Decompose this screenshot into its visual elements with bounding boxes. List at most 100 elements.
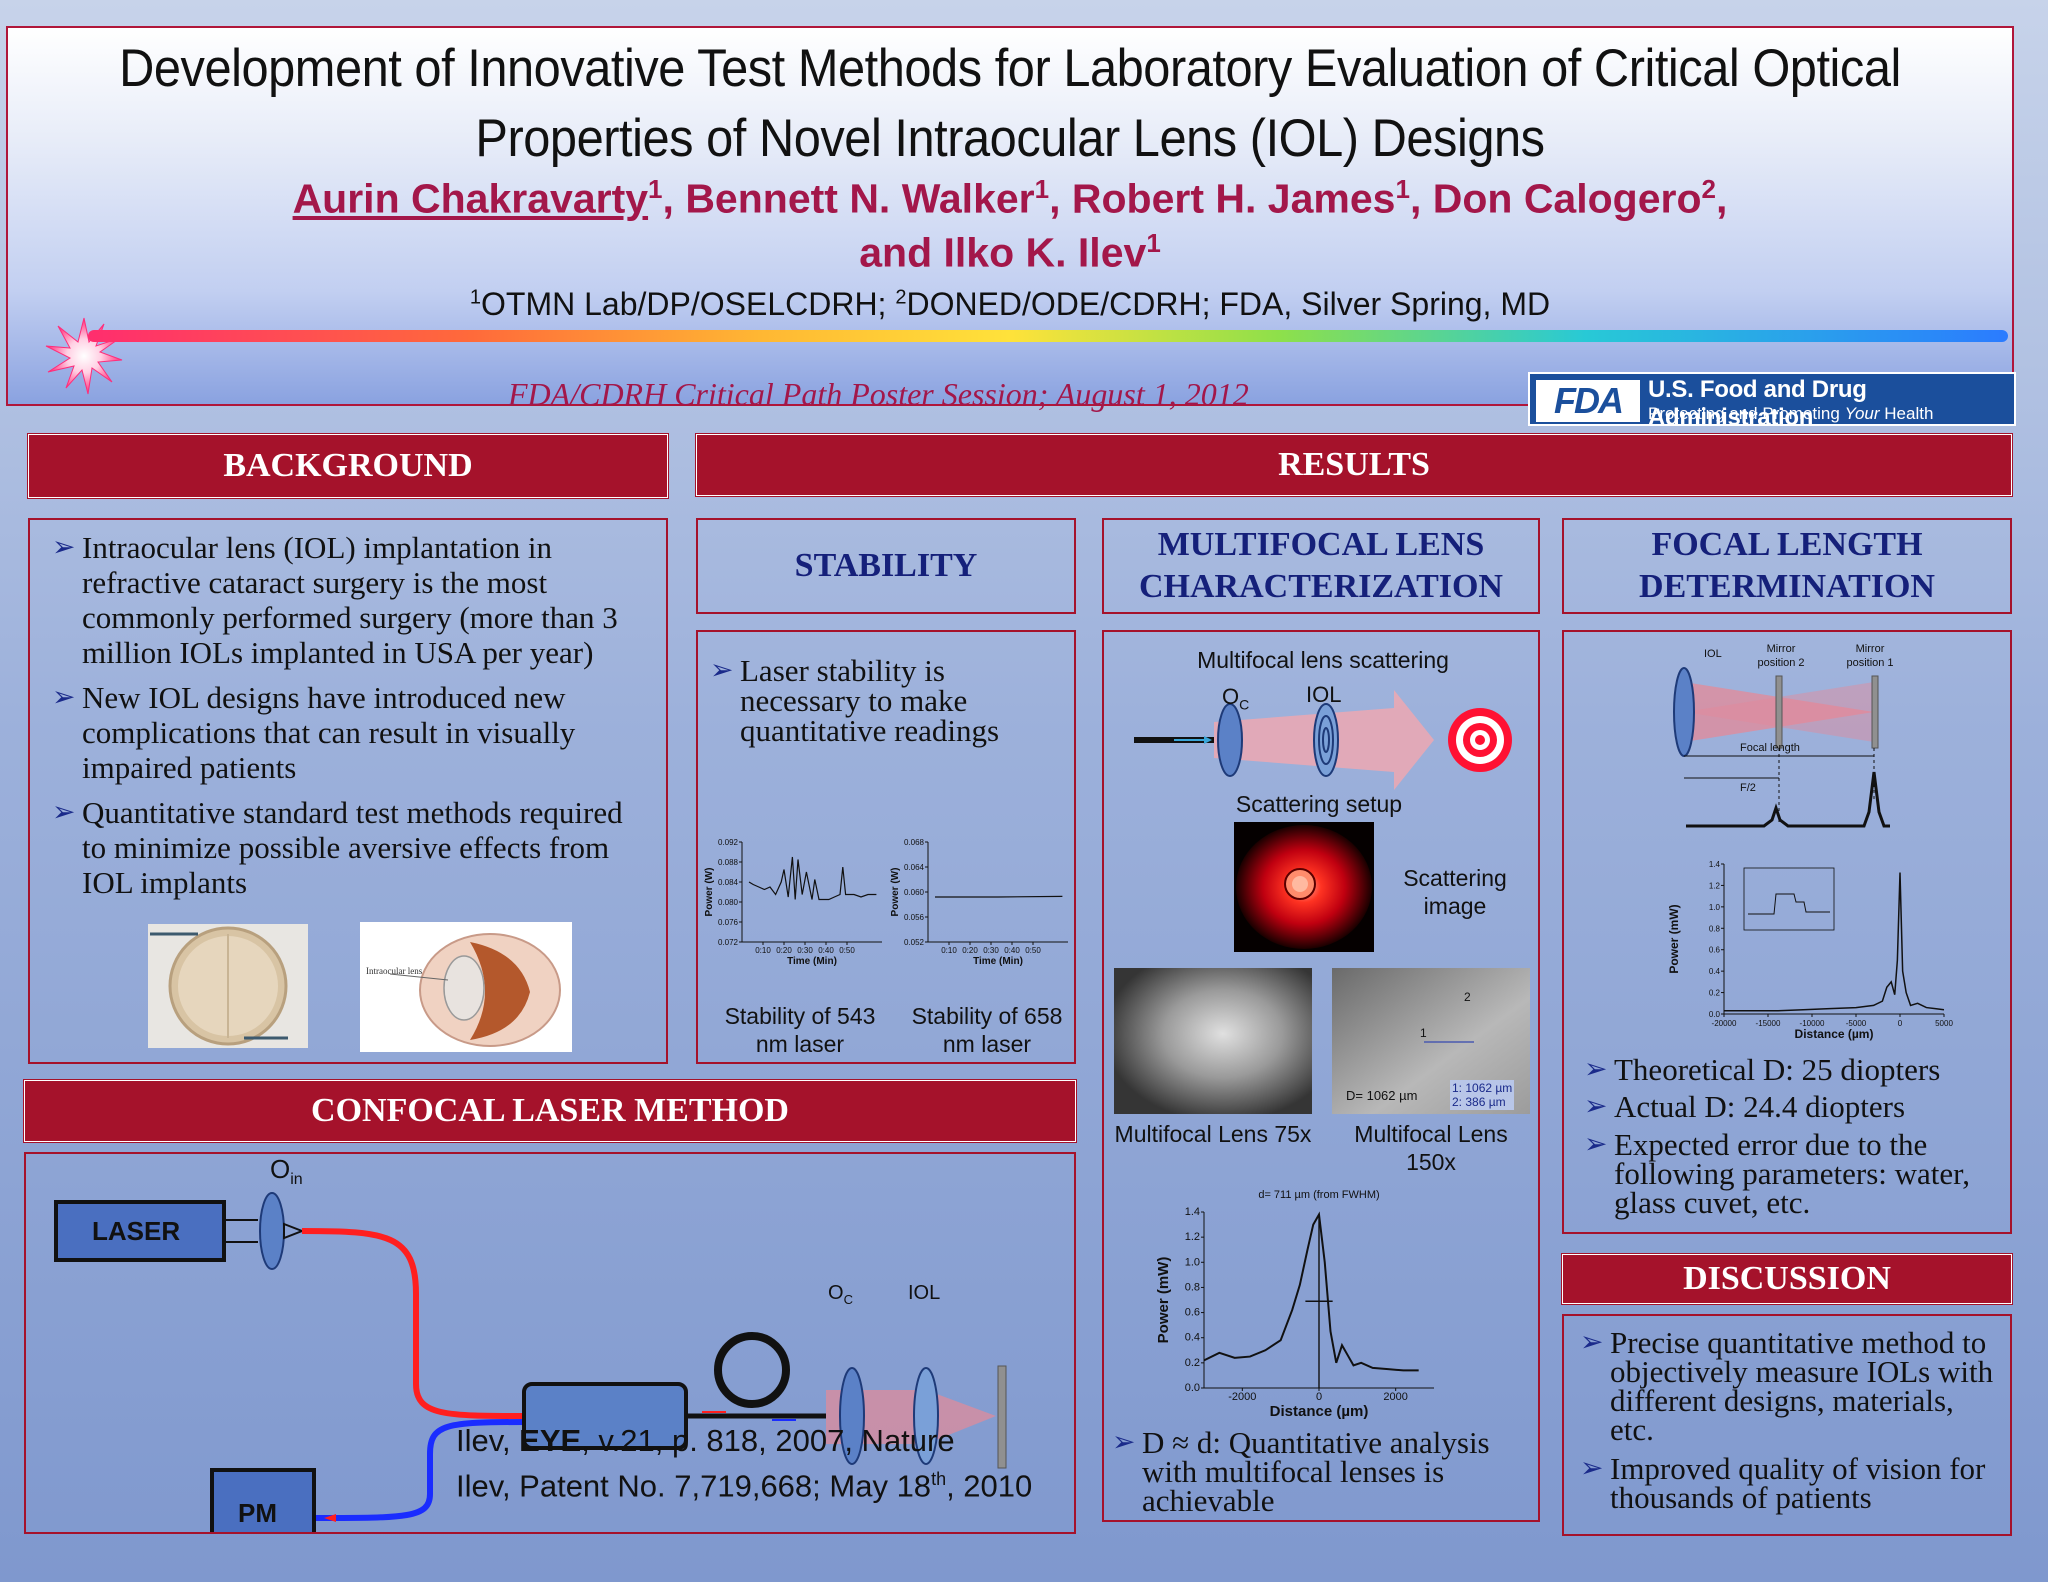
x-tick-label: -2000 <box>1228 1391 1256 1403</box>
y-tick-label: 0.060 <box>904 888 925 897</box>
scattering-setup-diagram <box>1134 690 1512 790</box>
affiliation-sup: 1 <box>1395 174 1410 204</box>
y-tick-label: 0.092 <box>718 838 739 847</box>
focal-panel: IOL Mirror position 2 Mirror position 1 … <box>1562 630 2012 1234</box>
y-axis-label: Power (mW) <box>1155 1257 1172 1344</box>
stability-bullets: Laser stability is necessary to make qua… <box>710 655 1050 756</box>
y-tick-label: 0.064 <box>904 863 925 872</box>
fda-name: U.S. Food and Drug Administration <box>1648 376 1867 431</box>
author-name: Bennett N. Walker <box>685 175 1035 222</box>
confocal-heading: CONFOCAL LASER METHOD <box>24 1080 1076 1142</box>
focal-chart: 0.00.20.40.60.81.01.21.4-20000-15000-100… <box>1667 860 1953 1041</box>
micro-d-readout: D= 1062 µm <box>1346 1088 1418 1103</box>
starburst-icon <box>45 317 123 395</box>
author-sep: , <box>1409 175 1433 222</box>
x-tick-label: 0:30 <box>797 946 813 955</box>
x-axis-label: Time (Min) <box>787 956 837 967</box>
affiliation-2: DONED/ODE/CDRH; FDA, Silver Spring, MD <box>906 286 1551 322</box>
rainbow-divider <box>88 330 2008 342</box>
affiliation-sup: 1 <box>648 174 663 204</box>
author-sep: , <box>1716 175 1728 222</box>
author-list-line-2: and Ilko K. Ilev1 <box>8 228 2012 277</box>
focal-length-label: Focal length <box>1740 742 1800 754</box>
discussion-heading: DISCUSSION <box>1562 1254 2012 1304</box>
micro-legend-1: 1: 1062 µm <box>1452 1081 1513 1095</box>
inset-frame <box>1743 867 1835 931</box>
discussion-bullet: Precise quantitative method to objective… <box>1580 1327 2000 1445</box>
y-tick-label: 0.4 <box>1709 967 1721 976</box>
micro-mark-2: 2 <box>1464 990 1471 1004</box>
reference-2: Ilev, Patent No. 7,719,668; May 18th, 20… <box>456 1460 1032 1505</box>
confocal-oc-label: OC <box>828 1282 853 1307</box>
author-name: Robert H. James <box>1071 175 1396 222</box>
multifocal-heading-2: CHARACTERIZATION <box>1139 568 1503 605</box>
y-axis-label: Power (W) <box>890 868 901 917</box>
scatter-title: Multifocal lens scattering <box>1197 647 1449 673</box>
affiliation-sup: 2 <box>895 286 907 309</box>
lens-75x-caption: Multifocal Lens 75x <box>1114 1121 1312 1147</box>
micro-mark-1: 1 <box>1420 1026 1427 1040</box>
author-name: and Ilko K. Ilev <box>859 229 1147 276</box>
y-tick-label: 0.0 <box>1185 1382 1200 1394</box>
x-tick-label: -5000 <box>1846 1019 1867 1028</box>
x-tick-label: 0:40 <box>818 946 834 955</box>
scatter-oc-text: O <box>1222 684 1240 709</box>
x-tick-label: -10000 <box>1800 1019 1825 1028</box>
background-bullet: Intraocular lens (IOL) implantation in r… <box>52 530 652 670</box>
x-tick-label: 0:10 <box>755 946 771 955</box>
affiliation-sup: 1 <box>1146 228 1161 258</box>
ref-1-c: , v.21, p. 818, 2007, Nature <box>581 1423 955 1458</box>
y-tick-label: 0.052 <box>904 938 925 947</box>
fwhm-annotation: d= 711 µm (from FWHM) <box>1258 1189 1379 1201</box>
discussion-panel: Precise quantitative method to objective… <box>1562 1314 2012 1536</box>
confocal-panel: LASER PM Oin OC IOL Ilev, EYE, v.21, p. … <box>24 1152 1076 1534</box>
background-bullet: Quantitative standard test methods requi… <box>52 795 652 900</box>
multifocal-bullets: D ≈ d: Quantitative analysis with multif… <box>1112 1427 1532 1525</box>
y-tick-label: 0.056 <box>904 913 925 922</box>
x-tick-label: 0:50 <box>839 946 855 955</box>
x-tick-label: 0:40 <box>1004 946 1020 955</box>
x-tick-label: 5000 <box>1935 1019 1953 1028</box>
y-tick-label: 0.080 <box>718 898 739 907</box>
affiliation-1: OTMN Lab/DP/OSELCDRH; <box>481 286 896 322</box>
affiliation-sup: 1 <box>469 286 482 309</box>
stability-heading: STABILITY <box>696 518 1076 614</box>
discussion-bullet: Improved quality of vision for thousands… <box>1580 1453 2000 1513</box>
y-tick-label: 0.0 <box>1709 1010 1721 1019</box>
x-axis-label: Time (Min) <box>973 956 1023 967</box>
background-panel: Intraocular lens (IOL) implantation in r… <box>28 518 668 1064</box>
eye-drawing <box>389 933 561 1047</box>
x-tick-label: 0:20 <box>776 946 792 955</box>
author-presenter: Aurin Chakravarty <box>292 175 649 222</box>
y-tick-label: 0.068 <box>904 838 925 847</box>
ref-1-a: Ilev, <box>456 1423 520 1458</box>
x-tick-label: -20000 <box>1712 1019 1737 1028</box>
ref-2-sup: th <box>931 1469 947 1489</box>
x-tick-label: 2000 <box>1383 1391 1407 1403</box>
fda-logo: FDA U.S. Food and Drug Administration Pr… <box>1528 372 2016 431</box>
data-series-line <box>1203 1211 1419 1372</box>
confocal-oc-sub: C <box>843 1292 853 1307</box>
scatter-iol-label: IOL <box>1306 682 1342 707</box>
focal-bullet: Expected error due to the following para… <box>1584 1129 2004 1218</box>
focal-bullet: Theoretical D: 25 diopters <box>1584 1052 2004 1087</box>
data-series-line <box>935 895 1063 898</box>
laser-box-label: LASER <box>92 1216 181 1246</box>
eye-illustration: Intraocular lens <box>360 922 572 1052</box>
mirror-1-label: Mirror position 1 <box>1846 643 1894 669</box>
lens-150x-caption: Multifocal Lens 150x <box>1354 1121 1508 1175</box>
results-heading: RESULTS <box>696 434 2012 496</box>
x-axis-label: Distance (µm) <box>1270 1403 1369 1420</box>
focal-iol-label: IOL <box>1704 648 1722 660</box>
ref-1-journal: EYE <box>519 1423 582 1458</box>
y-tick-label: 0.088 <box>718 858 739 867</box>
ref-2-a: Ilev, Patent No. 7,719,668; May 18 <box>456 1468 932 1504</box>
confocal-oc-text: O <box>828 1282 844 1304</box>
stability-658-caption: Stability of 658 nm laser <box>911 1003 1063 1057</box>
data-series-line <box>748 856 877 901</box>
focal-heading-1: FOCAL LENGTH <box>1651 526 1923 563</box>
scatter-oc-sub: C <box>1239 696 1250 713</box>
